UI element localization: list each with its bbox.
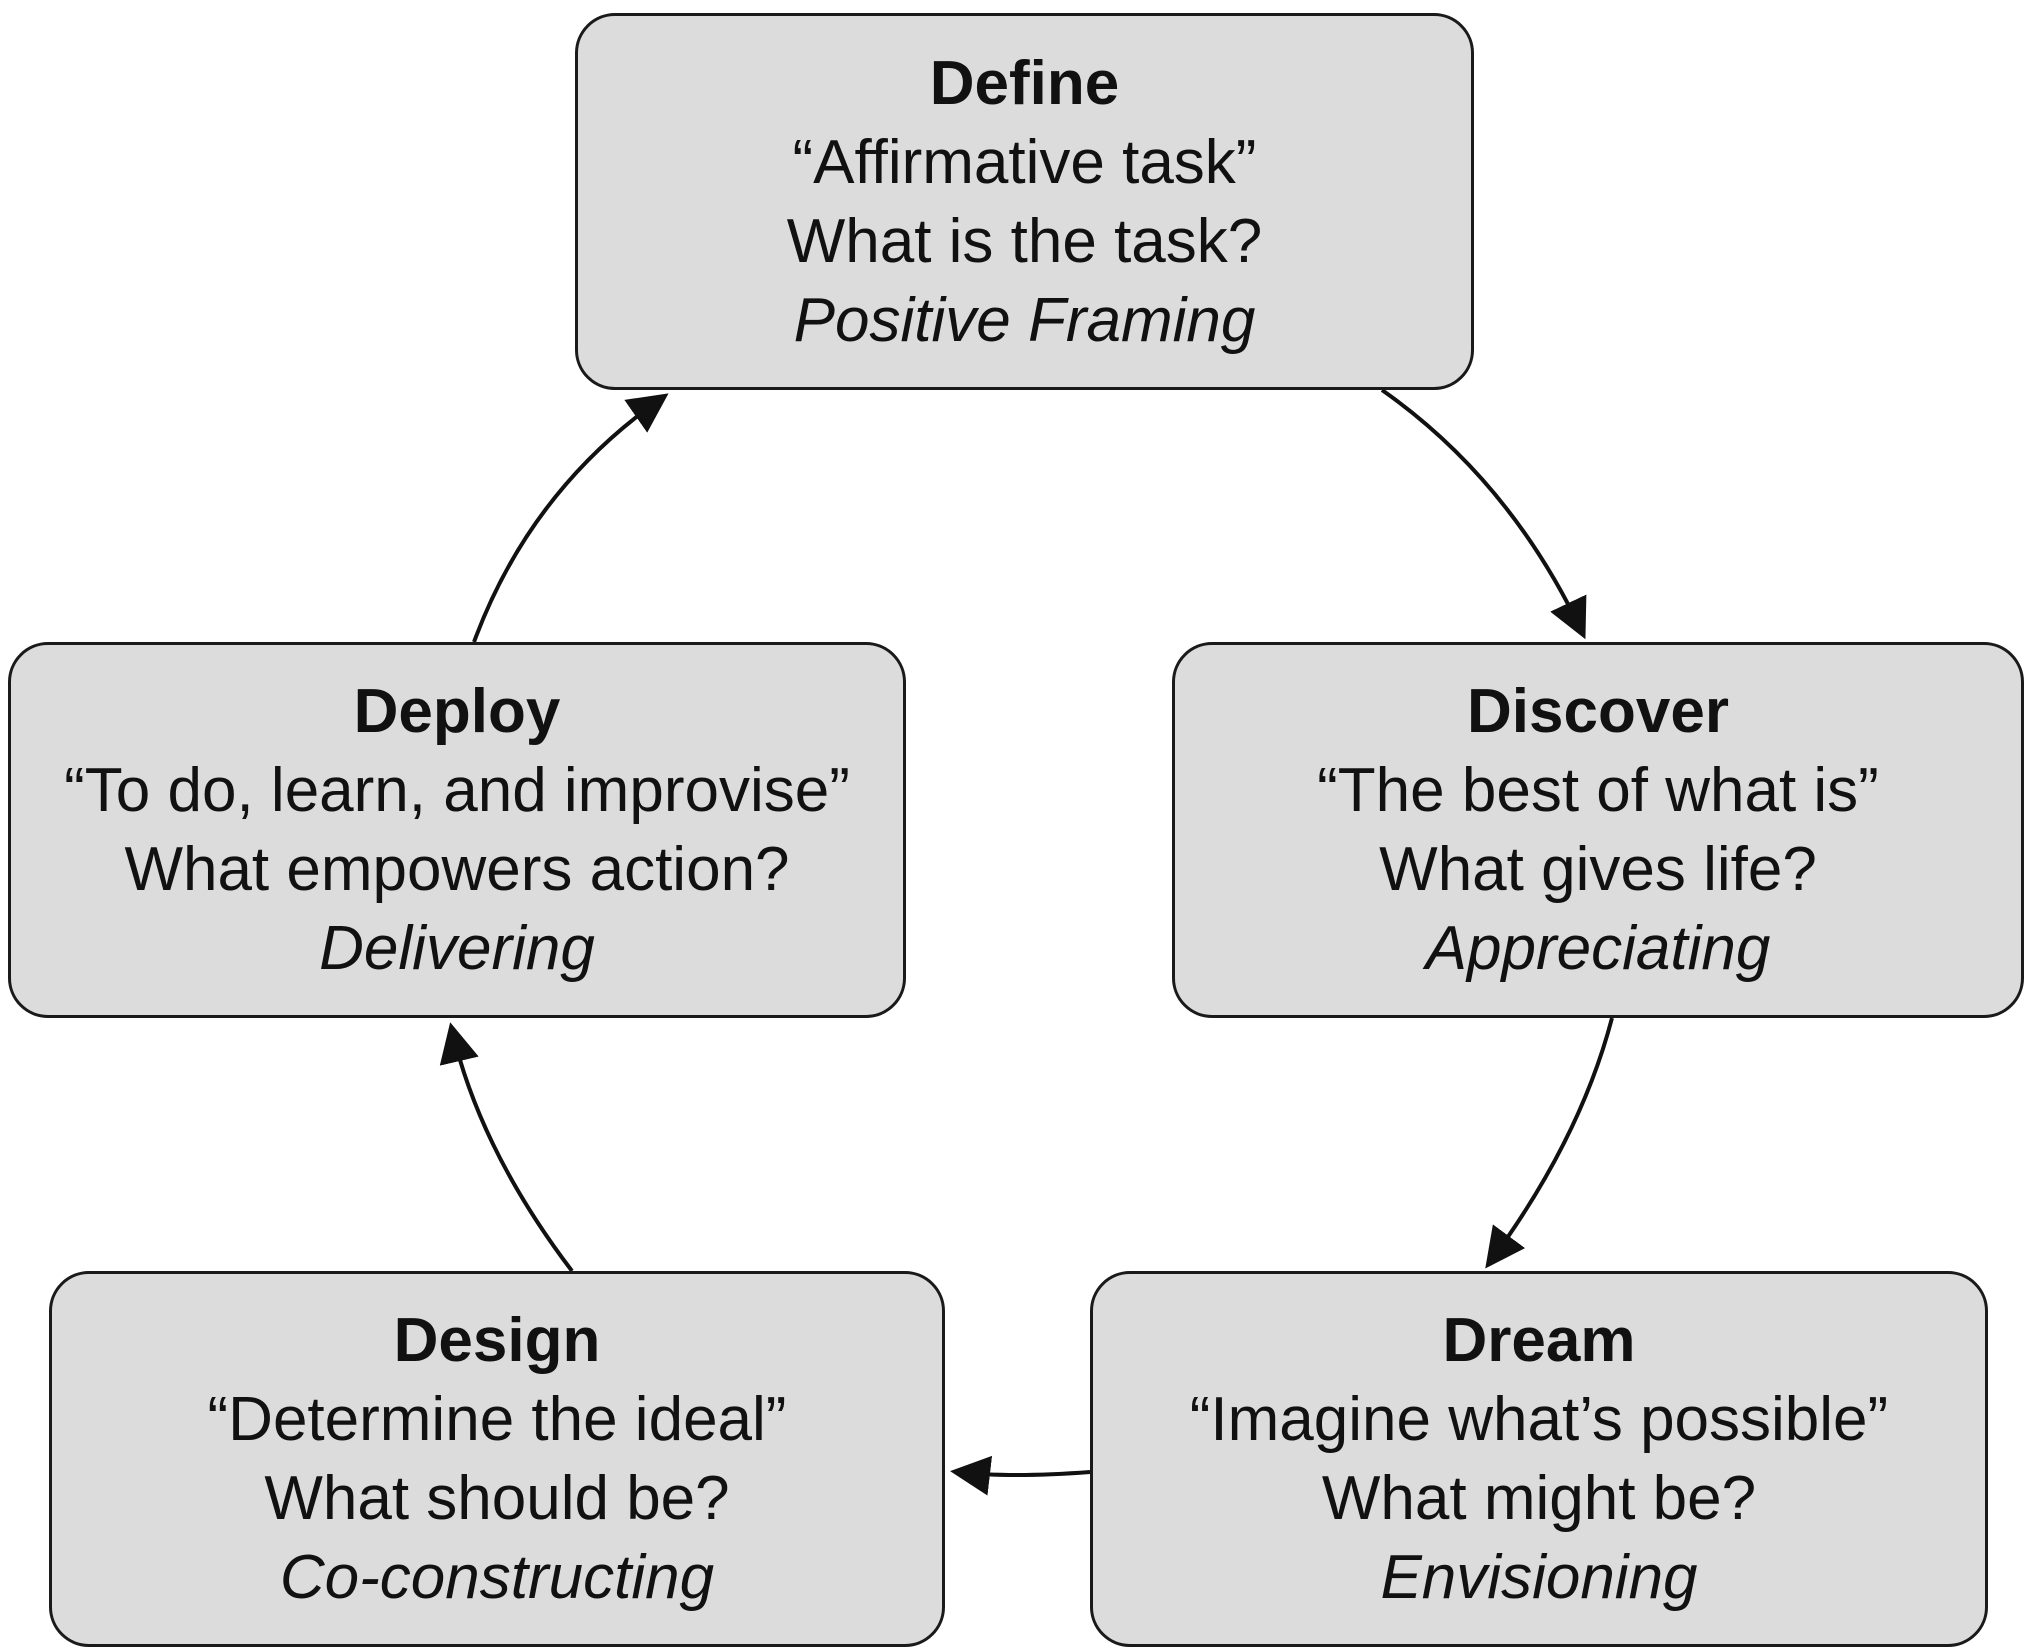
arrow-define-to-discover xyxy=(1380,388,1587,640)
stage-discover-box: Discover “The best of what is” What give… xyxy=(1172,642,2024,1018)
stage-design-box: Design “Determine the ideal” What should… xyxy=(49,1271,945,1647)
stage-question: What empowers action? xyxy=(124,835,790,904)
arrow-design-to-deploy xyxy=(439,1022,574,1273)
stage-mode: Envisioning xyxy=(1380,1543,1698,1612)
stage-mode: Co-constructing xyxy=(279,1543,715,1612)
stage-mode: Appreciating xyxy=(1425,914,1771,983)
stage-title: Define xyxy=(929,48,1120,118)
stage-title: Design xyxy=(393,1306,601,1375)
stage-quote: “The best of what is” xyxy=(1317,756,1879,825)
arrow-dream-to-design xyxy=(950,1455,1091,1496)
stage-question: What is the task? xyxy=(786,206,1263,276)
arrow-deploy-to-define xyxy=(472,393,669,643)
stage-define-box: Define “Affirmative task” What is the ta… xyxy=(575,13,1474,390)
stage-dream-box: Dream “Imagine what’s possible” What mig… xyxy=(1090,1271,1988,1647)
stage-title: Discover xyxy=(1467,677,1729,746)
stage-mode: Delivering xyxy=(319,914,595,983)
stage-question: What might be? xyxy=(1321,1464,1757,1533)
stage-deploy-box: Deploy “To do, learn, and improvise” Wha… xyxy=(8,642,906,1018)
arrow-discover-to-dream xyxy=(1485,1017,1614,1269)
stage-question: What should be? xyxy=(264,1464,730,1533)
stage-title: Dream xyxy=(1442,1306,1636,1375)
stage-quote: “Imagine what’s possible” xyxy=(1189,1385,1889,1454)
stage-title: Deploy xyxy=(353,677,561,746)
stage-mode: Positive Framing xyxy=(793,285,1256,355)
stage-quote: “Affirmative task” xyxy=(792,127,1257,197)
stage-quote: “Determine the ideal” xyxy=(207,1385,787,1454)
stage-quote: “To do, learn, and improvise” xyxy=(64,756,850,825)
stage-question: What gives life? xyxy=(1379,835,1817,904)
